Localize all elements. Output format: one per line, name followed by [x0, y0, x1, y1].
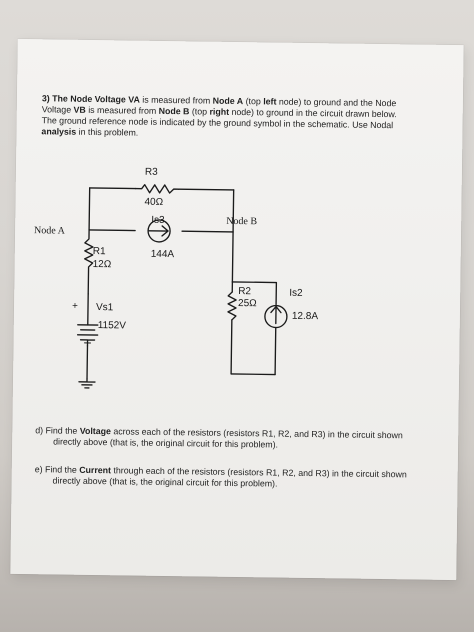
paper-sheet: 3) The Node Voltage VA is measured from … [10, 38, 464, 581]
top-wire [89, 187, 235, 191]
r3-label: R3 [144, 166, 158, 178]
r1-value: 12Ω [92, 258, 112, 271]
is2-current-source [264, 304, 288, 329]
is2-value: 12.8A [291, 310, 319, 323]
right-bottom-wire [230, 373, 276, 376]
vs1-label: Vs1 [95, 302, 114, 314]
r1-label: R1 [92, 245, 106, 258]
is2-arrow [270, 305, 282, 325]
current-emphasis: Current [79, 464, 112, 476]
circuit-schematic [76, 184, 288, 389]
vs1-battery [76, 324, 99, 347]
node-a-branch [88, 229, 136, 232]
voltage-emphasis: Voltage [79, 425, 111, 437]
node-b-branch [181, 230, 234, 233]
question-e-prefix: e) Find the [34, 464, 80, 475]
node-a-label: Node A [34, 225, 65, 237]
left-main-wire [88, 187, 91, 231]
node-b-label: Node B [226, 215, 258, 228]
question-d-prefix: d) Find the [35, 425, 80, 436]
is2-wire [231, 281, 278, 376]
is3-value: 144A [150, 248, 175, 261]
vs1-value: 1152V [97, 320, 127, 332]
is3-label: Is3 [151, 214, 165, 226]
is3-current-source [147, 219, 171, 243]
r2-label: R2 [238, 286, 252, 298]
r2-resistor [227, 291, 237, 321]
is3-arrow [148, 225, 169, 237]
r1-resistor [84, 229, 94, 295]
r3-resistor [135, 184, 180, 194]
right-node-wire [231, 189, 235, 283]
r2-value: 25Ω [238, 298, 257, 310]
is2-label: Is2 [289, 287, 303, 299]
r2-lower-wire [230, 319, 233, 375]
ground-symbol [78, 378, 96, 389]
vs1-plus: + [71, 300, 78, 312]
r3-value: 40Ω [144, 196, 164, 208]
